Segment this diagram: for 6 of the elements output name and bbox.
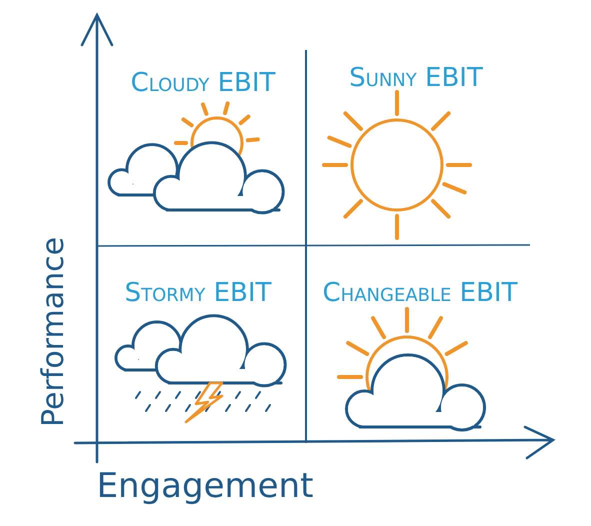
axis-title: Engagement [96, 469, 314, 503]
axis-title: Performance [39, 236, 69, 428]
quadrant-title: Changeable EBIT [322, 280, 518, 306]
quadrant-title: Stormy EBIT [124, 280, 272, 306]
quadrant-title: Sunny EBIT [349, 65, 483, 91]
quadrant-title: Cloudy EBIT [130, 70, 276, 96]
